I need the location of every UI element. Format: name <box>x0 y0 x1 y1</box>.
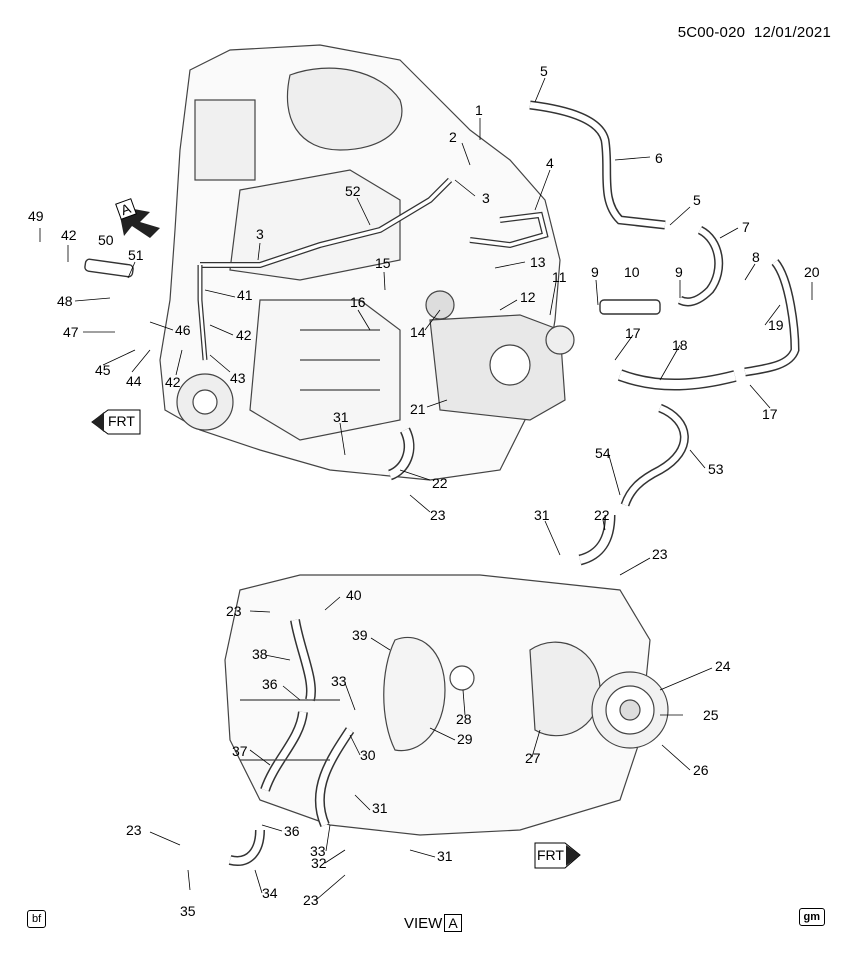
callout-13: 13 <box>530 254 546 270</box>
callout-10: 10 <box>624 264 640 280</box>
callout-16: 16 <box>350 294 366 310</box>
callout-35: 35 <box>180 903 196 919</box>
upper-hoses <box>84 100 800 566</box>
callout-44: 44 <box>126 373 142 389</box>
callout-26: 26 <box>693 762 709 778</box>
callout-42-mid: 42 <box>236 327 252 343</box>
callout-7: 7 <box>742 219 750 235</box>
callout-22-upper: 22 <box>432 475 448 491</box>
callout-54: 54 <box>595 445 611 461</box>
callout-37: 37 <box>232 743 248 759</box>
callout-29: 29 <box>457 731 473 747</box>
callout-12: 12 <box>520 289 536 305</box>
leader-lines <box>39 77 813 901</box>
callout-51: 51 <box>128 247 144 263</box>
callout-19: 19 <box>768 317 784 333</box>
front-arrow-upper: FRT <box>91 409 141 435</box>
callout-40: 40 <box>346 587 362 603</box>
callout-22-mid: 22 <box>594 507 610 523</box>
callout-31-lower-a: 31 <box>372 800 388 816</box>
callout-34: 34 <box>262 885 278 901</box>
callout-53: 53 <box>708 461 724 477</box>
callout-17-right: 17 <box>762 406 778 422</box>
callout-5-right: 5 <box>693 192 701 208</box>
callout-39: 39 <box>352 627 368 643</box>
callout-3-left: 3 <box>256 226 264 242</box>
callout-5-upper: 5 <box>540 63 548 79</box>
callout-52: 52 <box>345 183 361 199</box>
callout-36-lower: 36 <box>284 823 300 839</box>
callout-48: 48 <box>57 293 73 309</box>
callout-31-lower-b: 31 <box>437 848 453 864</box>
callout-23-lower-left: 23 <box>126 822 142 838</box>
callout-23-upper: 23 <box>430 507 446 523</box>
callout-49: 49 <box>28 208 44 224</box>
callout-9-right: 9 <box>675 264 683 280</box>
view-prefix: VIEW <box>404 914 443 932</box>
callout-42-top: 42 <box>61 227 77 243</box>
gm-logo-badge: gm <box>798 908 825 926</box>
view-letter-box: A <box>444 914 462 932</box>
callout-38: 38 <box>252 646 268 662</box>
bf-badge: bf <box>27 910 47 928</box>
diagram-code: 5C00-020 <box>677 24 746 41</box>
callout-33-lower: 33 <box>310 843 326 859</box>
callout-8: 8 <box>752 249 760 265</box>
view-label: VIEW A <box>404 914 462 932</box>
diagram-date: 12/01/2021 <box>753 24 831 41</box>
callout-45: 45 <box>95 362 111 378</box>
callout-33-upper: 33 <box>331 673 347 689</box>
callout-4: 4 <box>546 155 554 171</box>
callout-36-upper: 36 <box>262 676 278 692</box>
upper-engine-assembly <box>159 44 575 481</box>
callout-6: 6 <box>655 150 663 166</box>
front-arrow-lower: FRT <box>534 842 581 869</box>
front-label-lower: FRT <box>537 847 564 863</box>
front-label-upper: FRT <box>108 413 135 429</box>
callout-23-mid: 23 <box>652 546 668 562</box>
callout-23-lower-bottom: 23 <box>303 892 319 908</box>
callout-41: 41 <box>237 287 253 303</box>
callout-42-low: 42 <box>165 374 181 390</box>
callout-2: 2 <box>449 129 457 145</box>
callout-15: 15 <box>375 255 391 271</box>
callout-25: 25 <box>703 707 719 723</box>
callout-31-mid: 31 <box>534 507 550 523</box>
callout-23-lower-top: 23 <box>226 603 242 619</box>
callout-20: 20 <box>804 264 820 280</box>
callout-28: 28 <box>456 711 472 727</box>
callout-3-upper: 3 <box>482 190 490 206</box>
header-code-date: 5C00-020 12/01/2021 <box>678 24 831 41</box>
callout-labels: 5 1 2 6 4 3 52 5 7 8 20 49 42 50 51 3 13… <box>28 63 820 919</box>
callout-43: 43 <box>230 370 246 386</box>
callout-17-left: 17 <box>625 325 641 341</box>
callout-1: 1 <box>475 102 483 118</box>
callout-24: 24 <box>715 658 731 674</box>
callout-27: 27 <box>525 750 541 766</box>
callout-50: 50 <box>98 232 114 248</box>
callout-30: 30 <box>360 747 376 763</box>
callout-18: 18 <box>672 337 688 353</box>
callout-32: 32 <box>311 855 327 871</box>
view-a-arrow: A <box>115 198 160 238</box>
callout-21: 21 <box>410 401 426 417</box>
lower-engine-assembly <box>224 574 669 866</box>
callout-14: 14 <box>410 324 426 340</box>
callout-11: 11 <box>552 269 567 285</box>
callout-9-left: 9 <box>591 264 599 280</box>
callout-47: 47 <box>63 324 79 340</box>
callout-31-upper: 31 <box>333 409 349 425</box>
callout-46: 46 <box>175 322 191 338</box>
